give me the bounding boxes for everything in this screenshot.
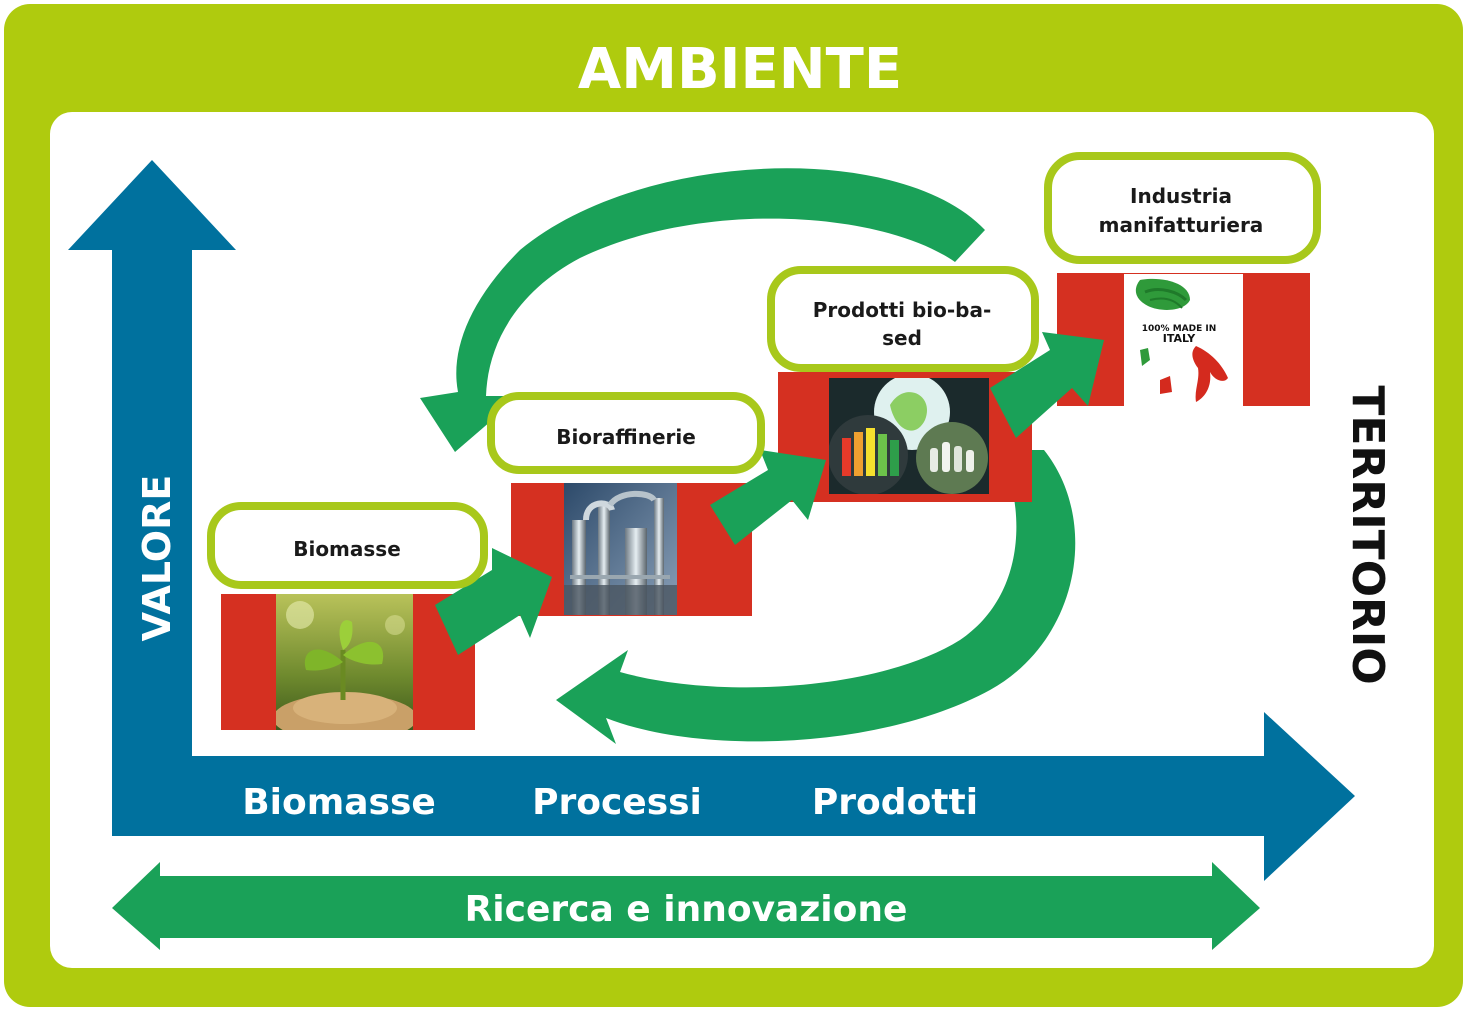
step-arrow-1 — [435, 548, 552, 655]
label-prodotti-line2: sed — [882, 326, 922, 350]
cycle-arrow-lower — [556, 450, 1076, 744]
ricerca-double-arrow — [112, 862, 1260, 950]
valore-label: VALORE — [135, 475, 179, 642]
label-box-prodotti — [767, 266, 1039, 372]
label-box-biomasse — [207, 502, 488, 589]
label-box-bioraffinerie — [487, 392, 765, 474]
made-in-text: 100% MADE IN — [1142, 324, 1217, 334]
made-in-italy-image: 100% MADE IN ITALY — [1124, 274, 1243, 406]
label-bioraffinerie: Bioraffinerie — [556, 425, 696, 449]
x-label-prodotti: Prodotti — [812, 782, 978, 823]
step-arrow-3 — [990, 332, 1104, 438]
ricerca-label: Ricerca e innovazione — [465, 889, 908, 930]
territorio-label: TERRITORIO — [1342, 385, 1393, 684]
label-biomasse: Biomasse — [293, 537, 401, 561]
label-industria-line2: manifatturiera — [1099, 213, 1264, 237]
valore-axis-arrow — [68, 160, 236, 836]
plant-sprout-image — [276, 594, 413, 730]
x-label-biomasse: Biomasse — [242, 782, 436, 823]
cycle-arrow-upper — [420, 168, 985, 453]
bio-products-image — [829, 378, 989, 494]
title-ambiente: AMBIENTE — [578, 37, 902, 102]
label-prodotti-line1: Prodotti bio-ba- — [813, 298, 992, 322]
step-arrow-2 — [710, 450, 826, 545]
label-box-industria — [1044, 152, 1321, 264]
label-industria-line1: Industria — [1130, 184, 1232, 208]
x-axis-arrow — [112, 712, 1355, 881]
x-label-processi: Processi — [532, 782, 702, 823]
industrial-plant-image — [564, 483, 677, 615]
italy-text: ITALY — [1163, 332, 1197, 345]
